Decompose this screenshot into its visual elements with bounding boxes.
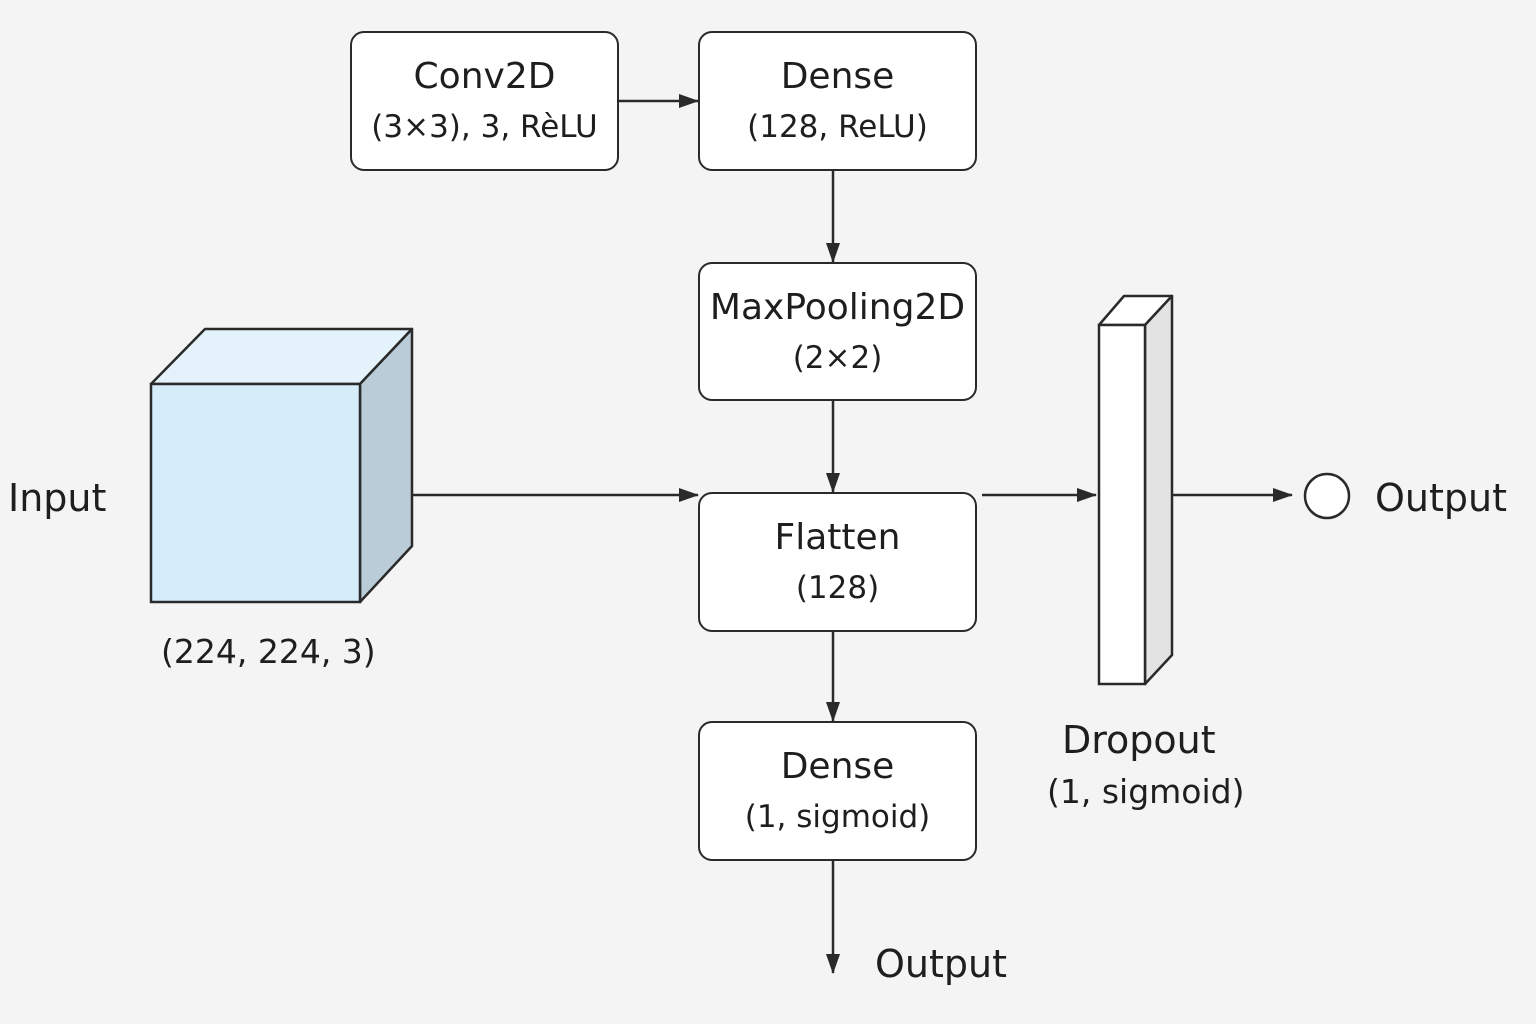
maxpooling2d-title: MaxPooling2D: [709, 286, 966, 328]
output-node-circle: [1303, 472, 1351, 520]
output-bottom-label: Output: [875, 942, 1007, 986]
dense-sigmoid-params: (1, sigmoid): [744, 799, 931, 835]
dense-128-layer: Dense (128, ReLU): [698, 31, 977, 171]
dropout-title-label: Dropout: [1062, 718, 1216, 762]
dropout-slab: [1097, 294, 1174, 686]
input-label: Input: [8, 476, 107, 520]
maxpooling2d-params: (2×2): [792, 339, 883, 376]
dropout-slab-front-face: [1097, 323, 1147, 686]
conv2d-layer: Conv2D (3×3), 3, RèLU: [350, 31, 619, 171]
dense-128-title: Dense: [780, 56, 895, 97]
flatten-params: (128): [795, 570, 880, 606]
maxpooling2d-layer: MaxPooling2D (2×2): [698, 262, 977, 401]
dropout-params-label: (1, sigmoid): [1047, 772, 1245, 811]
input-shape-label: (224, 224, 3): [161, 632, 376, 671]
output-right-label: Output: [1375, 476, 1507, 520]
dense-sigmoid-title: Dense: [780, 746, 895, 787]
input-cube-front-face: [149, 382, 362, 604]
dense-sigmoid-layer: Dense (1, sigmoid): [698, 721, 977, 861]
flatten-title: Flatten: [774, 517, 901, 558]
conv2d-title: Conv2D: [413, 56, 556, 97]
dropout-slab-side-face: [1143, 294, 1174, 686]
flatten-layer: Flatten (128): [698, 492, 977, 632]
input-cube: [149, 327, 414, 604]
conv2d-params: (3×3), 3, RèLU: [371, 109, 598, 145]
dense-128-params: (128, ReLU): [747, 109, 928, 145]
